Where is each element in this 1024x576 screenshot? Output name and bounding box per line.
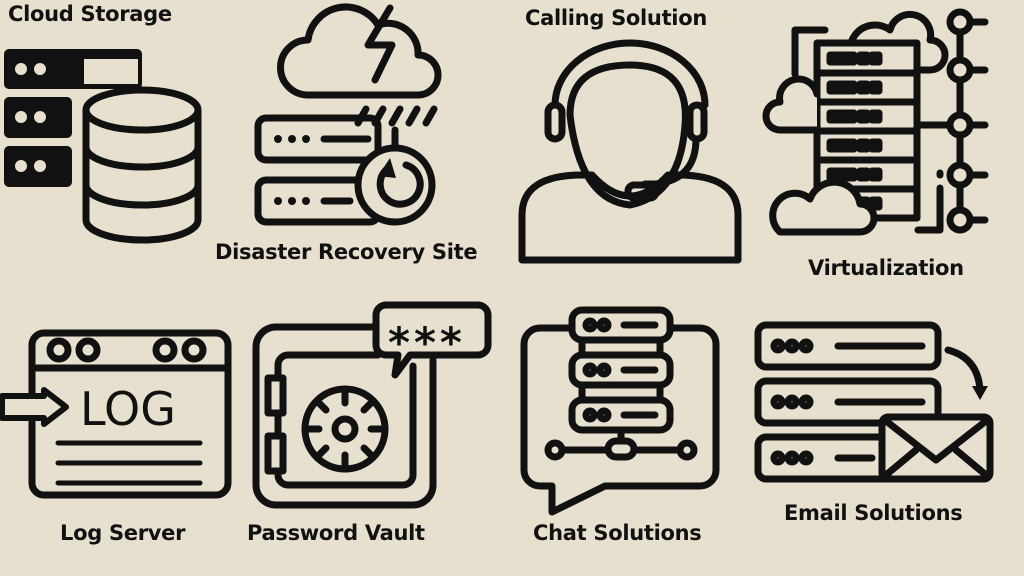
chat-server-icon bbox=[520, 306, 720, 516]
label-virtualization: Virtualization bbox=[808, 256, 964, 280]
server-rack-cloud-network-icon bbox=[762, 8, 989, 236]
label-calling-solution: Calling Solution bbox=[525, 6, 707, 30]
log-window-icon: LOG bbox=[0, 329, 232, 499]
label-disaster-recovery-site: Disaster Recovery Site bbox=[215, 240, 478, 264]
database-server-icon bbox=[4, 49, 202, 244]
label-password-vault: Password Vault bbox=[247, 521, 425, 545]
cloud-lightning-server-restore-icon bbox=[254, 3, 442, 226]
headset-agent-icon bbox=[518, 39, 742, 264]
label-email-solutions: Email Solutions bbox=[784, 501, 963, 525]
log-text: LOG bbox=[80, 382, 176, 436]
password-asterisks: *** bbox=[388, 318, 466, 367]
label-cloud-storage: Cloud Storage bbox=[8, 2, 172, 26]
safe-password-icon: *** bbox=[252, 301, 492, 509]
server-email-icon bbox=[754, 321, 994, 483]
label-chat-solutions: Chat Solutions bbox=[533, 521, 702, 545]
label-log-server: Log Server bbox=[60, 521, 186, 545]
